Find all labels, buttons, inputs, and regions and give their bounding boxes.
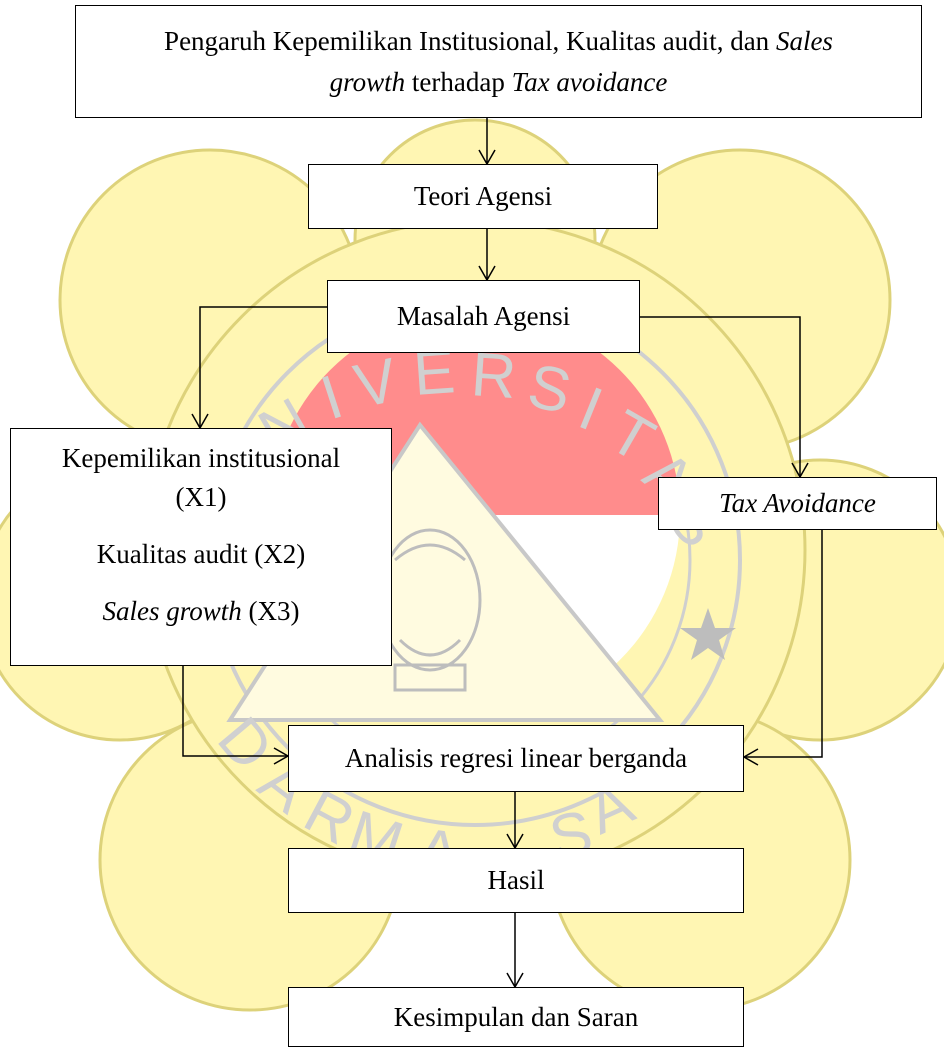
title-text: terhadap bbox=[405, 66, 512, 97]
title-text: Pengaruh Kepemilikan Institusional, Kual… bbox=[164, 26, 776, 56]
variable-x3-italic: Sales growth bbox=[102, 596, 242, 627]
conclusion-box: Kesimpulan dan Saran bbox=[288, 987, 744, 1047]
arrowhead-left bbox=[742, 748, 759, 766]
theory-box: Teori Agensi bbox=[308, 164, 658, 229]
seal-star bbox=[680, 608, 736, 660]
research-title-box: Pengaruh Kepemilikan Institusional, Kual… bbox=[75, 5, 922, 118]
independent-variables-box: Kepemilikan institusional (X1) Kualitas … bbox=[10, 428, 392, 666]
title-italic-term: Sales bbox=[775, 26, 833, 56]
analysis-box: Analisis regresi linear berganda bbox=[288, 725, 744, 792]
connector-variables-analysis bbox=[182, 665, 288, 757]
connector-problem-variables bbox=[199, 306, 327, 428]
conclusion-label: Kesimpulan dan Saran bbox=[393, 1001, 639, 1032]
connector-dependent-analysis bbox=[744, 530, 823, 758]
result-label: Hasil bbox=[487, 865, 545, 896]
result-box: Hasil bbox=[288, 848, 744, 913]
connector-problem-dependent bbox=[640, 316, 801, 477]
title-italic-term: Tax avoidance bbox=[511, 66, 668, 97]
variable-x1-code: (X1) bbox=[175, 482, 227, 513]
theory-label: Teori Agensi bbox=[413, 181, 553, 212]
variable-x1-label: Kepemilikan institusional bbox=[61, 443, 341, 473]
problem-box: Masalah Agensi bbox=[327, 280, 640, 353]
problem-label: Masalah Agensi bbox=[396, 301, 571, 332]
variable-x3-code: (X3) bbox=[241, 596, 300, 627]
dependent-variable-box: Tax Avoidance bbox=[658, 477, 937, 530]
dependent-variable-label: Tax Avoidance bbox=[719, 488, 876, 519]
title-line-1: Pengaruh Kepemilikan Institusional, Kual… bbox=[164, 21, 833, 62]
title-italic-term: growth bbox=[329, 66, 406, 97]
analysis-label: Analisis regresi linear berganda bbox=[344, 743, 688, 774]
variable-x2-label: Kualitas audit (X2) bbox=[96, 539, 306, 570]
title-line-2: growth terhadap Tax avoidance bbox=[330, 62, 668, 103]
variable-x3-label: Sales growth (X3) bbox=[103, 592, 300, 631]
